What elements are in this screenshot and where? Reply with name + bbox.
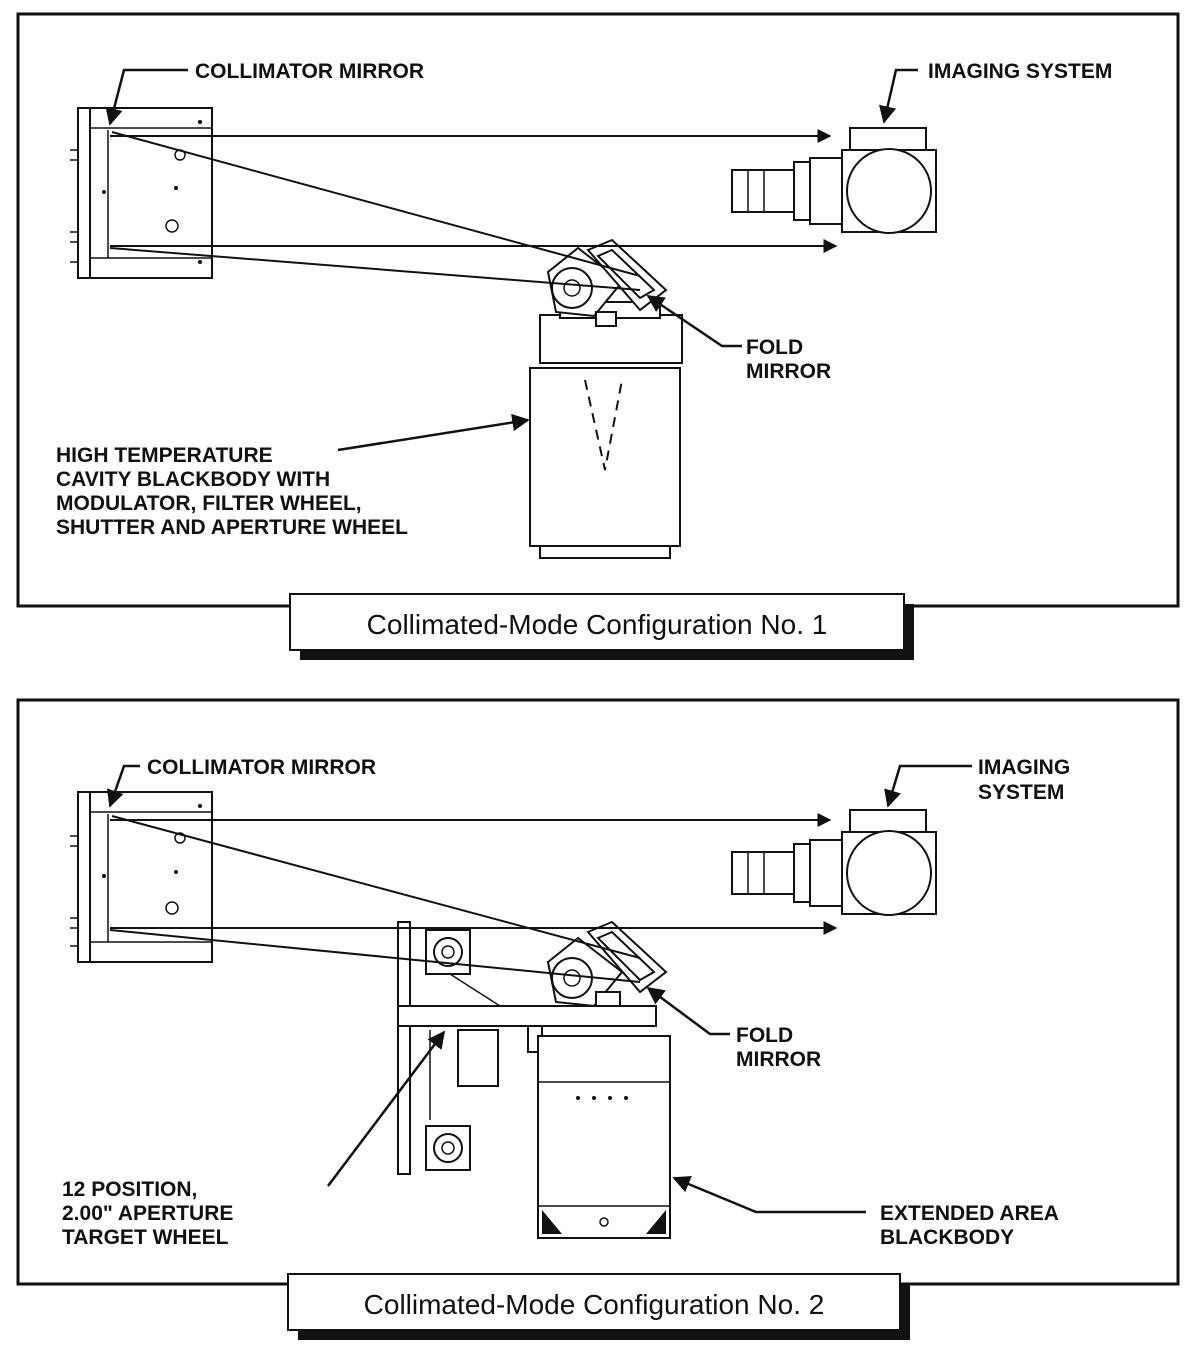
extended-area-blackbody xyxy=(537,1035,671,1239)
leader-imaging-1 xyxy=(879,68,918,124)
ray-diag-1b xyxy=(109,247,641,291)
label-fold-2b: MIRROR xyxy=(736,1048,821,1071)
label-blackbody-1a: HIGH TEMPERATURE xyxy=(56,444,273,467)
label-blackbody-1c: MODULATOR, FILTER WHEEL, xyxy=(56,492,362,515)
label-extended-2b: BLACKBODY xyxy=(880,1226,1014,1249)
label-fold-2a: FOLD xyxy=(736,1024,793,1047)
fold-mirror-1 xyxy=(539,238,683,364)
caption-1: Collimated-Mode Configuration No. 1 xyxy=(367,609,828,640)
ray-diag-2b xyxy=(109,929,641,983)
aperture-target-wheel xyxy=(397,921,657,1175)
collimator-mirror-2 xyxy=(70,791,213,963)
leader-fold-1 xyxy=(646,294,742,348)
collimator-mirror-1 xyxy=(70,107,213,279)
leader-wheel-2 xyxy=(327,1030,446,1187)
fold-mirror-2 xyxy=(546,920,668,1008)
leader-extended-2 xyxy=(672,1175,866,1214)
label-wheel-2c: TARGET WHEEL xyxy=(62,1226,229,1249)
leader-collimator-2 xyxy=(106,764,140,808)
caption-2: Collimated-Mode Configuration No. 2 xyxy=(364,1289,825,1320)
label-blackbody-1b: CAVITY BLACKBODY WITH xyxy=(56,468,330,491)
label-blackbody-1d: SHUTTER AND APERTURE WHEEL xyxy=(56,516,408,539)
ray-diag-1a xyxy=(111,131,641,277)
cavity-blackbody xyxy=(529,367,681,559)
panel-2: COLLIMATOR MIRROR IMAGING SYSTEM FOLD MI… xyxy=(16,698,1180,1340)
label-extended-2a: EXTENDED AREA xyxy=(880,1202,1059,1225)
panel-1: COLLIMATOR MIRROR IMAGING SYSTEM FOLD MI… xyxy=(16,12,1180,660)
label-wheel-2b: 2.00" APERTURE xyxy=(62,1202,233,1225)
label-collimator-2: COLLIMATOR MIRROR xyxy=(147,756,376,779)
caption-box-2 xyxy=(287,1273,901,1331)
ray-diag-2a xyxy=(111,815,641,959)
imaging-system-2 xyxy=(731,809,937,916)
imaging-system-1 xyxy=(731,127,937,234)
leader-imaging-2 xyxy=(884,764,972,808)
label-imaging-1: IMAGING SYSTEM xyxy=(928,60,1112,83)
caption-box-1 xyxy=(289,593,905,651)
leader-collimator-1 xyxy=(105,68,188,126)
label-imaging-2b: SYSTEM xyxy=(978,781,1064,804)
label-collimator-1: COLLIMATOR MIRROR xyxy=(195,60,424,83)
label-wheel-2a: 12 POSITION, xyxy=(62,1178,197,1201)
label-fold-1b: MIRROR xyxy=(746,360,831,383)
label-fold-1a: FOLD xyxy=(746,336,803,359)
leader-blackbody-1 xyxy=(337,413,530,452)
leader-fold-2 xyxy=(646,986,730,1036)
label-imaging-2a: IMAGING xyxy=(978,756,1070,779)
